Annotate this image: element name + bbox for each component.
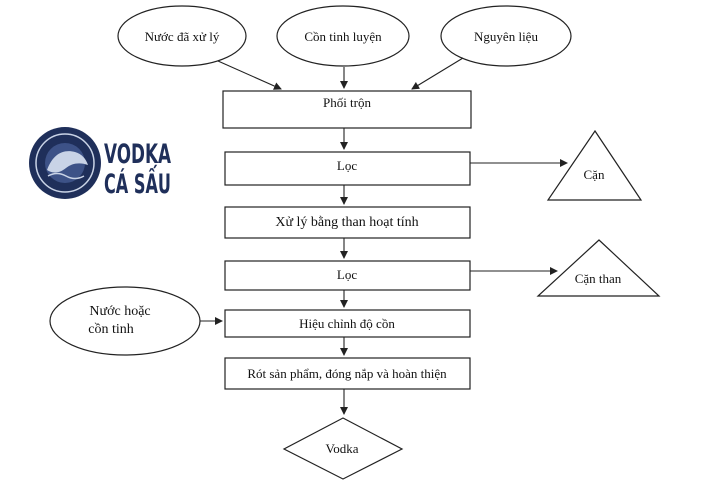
logo-text-line2: CÁ SẤU: [104, 164, 171, 200]
input-water-label: Nước đã xử lý: [145, 29, 220, 44]
logo-text-line1: VODKA: [104, 139, 171, 170]
input-alcohol-label: Cồn tinh luyện: [304, 29, 382, 44]
step-filter1-label: Lọc: [337, 158, 357, 173]
step-adjust-box: [224, 309, 471, 338]
step-carbon-label: Xử lý bằng than hoạt tính: [275, 215, 418, 230]
input-adjust-water-label-line2: cồn tinh: [88, 322, 134, 337]
output-vodka-diamond: [282, 417, 404, 480]
input-materials-node: [440, 5, 572, 67]
step-adjust-label: Hiệu chỉnh độ cồn: [299, 316, 395, 331]
output-residue-label: Cặn: [584, 167, 605, 182]
logo-seal-inner-ring: [35, 133, 95, 193]
step-carbon-box: [224, 206, 471, 239]
output-residue-triangle: [546, 129, 643, 201]
step-bottling-label: Rót sản phẩm, đóng nắp và hoàn thiện: [247, 366, 447, 381]
output-vodka-label: Vodka: [326, 441, 359, 456]
vodka-ca-sau-logo: VODKA CÁ SẤU: [29, 127, 171, 200]
step-filter1-box: [224, 151, 471, 186]
logo-wave-icon: [47, 172, 85, 180]
input-adjust-water-label-line1: Nước hoặc: [89, 304, 150, 319]
step-filter2-box: [224, 260, 471, 291]
input-adjust-water-node: [49, 286, 201, 356]
edge-materials-to-mixing: [411, 57, 464, 90]
input-materials-label: Nguyên liệu: [474, 29, 538, 44]
step-filter2-label: Lọc: [337, 267, 357, 282]
step-mixing-box: [222, 90, 472, 129]
output-carbon-residue-label: Cặn than: [575, 271, 622, 286]
input-water-node: [117, 5, 247, 67]
step-mixing-label: Phối trộn: [323, 95, 372, 110]
input-alcohol-node: [276, 5, 410, 67]
edge-water-to-mixing: [217, 60, 282, 90]
output-carbon-residue-triangle: [536, 239, 661, 297]
step-bottling-box: [224, 357, 471, 390]
logo-crocodile-icon: [47, 151, 88, 173]
